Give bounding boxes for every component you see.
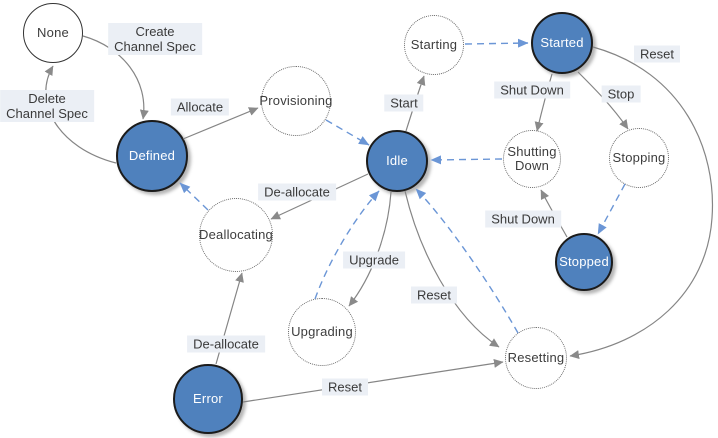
transition-label-stop: Stop	[601, 85, 641, 103]
transition-label-reset_error: Reset	[322, 378, 368, 396]
state-resetting: Resetting	[505, 327, 567, 389]
transition-label-upgrade: Upgrade	[343, 251, 405, 269]
state-shutting_down-label: Shutting Down	[507, 144, 557, 173]
transition-label-delete: Delete Channel Spec	[0, 90, 94, 122]
state-started-label: Started	[540, 35, 584, 50]
state-provisioning: Provisioning	[259, 66, 333, 136]
transition-label-reset_idle: Reset	[411, 286, 457, 304]
state-defined-label: Defined	[128, 148, 176, 163]
transition-label-start: Start	[384, 94, 424, 112]
transition-label-deallocate_error: De-allocate	[187, 335, 265, 353]
state-starting: Starting	[404, 15, 464, 75]
transition-label-shutdown_stopped: Shut Down	[485, 210, 561, 228]
state-resetting-label: Resetting	[507, 350, 565, 365]
state-defined: Defined	[116, 120, 188, 192]
transition-label-shutdown_started: Shut Down	[494, 81, 570, 99]
state-error-label: Error	[193, 391, 223, 406]
state-none: None	[23, 3, 83, 63]
state-starting-label: Starting	[410, 37, 458, 52]
transition-label-reset_started: Reset	[634, 45, 680, 63]
state-none-label: None	[37, 25, 69, 40]
state-deallocating-label: Deallocating	[199, 227, 273, 242]
state-idle-label: Idle	[386, 153, 408, 168]
transition-label-create: Create Channel Spec	[108, 23, 202, 55]
state-provisioning-label: Provisioning	[259, 93, 333, 108]
transition-label-allocate: Allocate	[170, 98, 230, 116]
transition-label-deallocate_idle: De-allocate	[258, 183, 336, 201]
state-error: Error	[173, 364, 243, 434]
state-deallocating: Deallocating	[199, 198, 273, 272]
state-upgrading-label: Upgrading	[291, 324, 353, 339]
state-shutting_down: Shutting Down	[503, 130, 561, 188]
state-idle: Idle	[366, 130, 428, 192]
